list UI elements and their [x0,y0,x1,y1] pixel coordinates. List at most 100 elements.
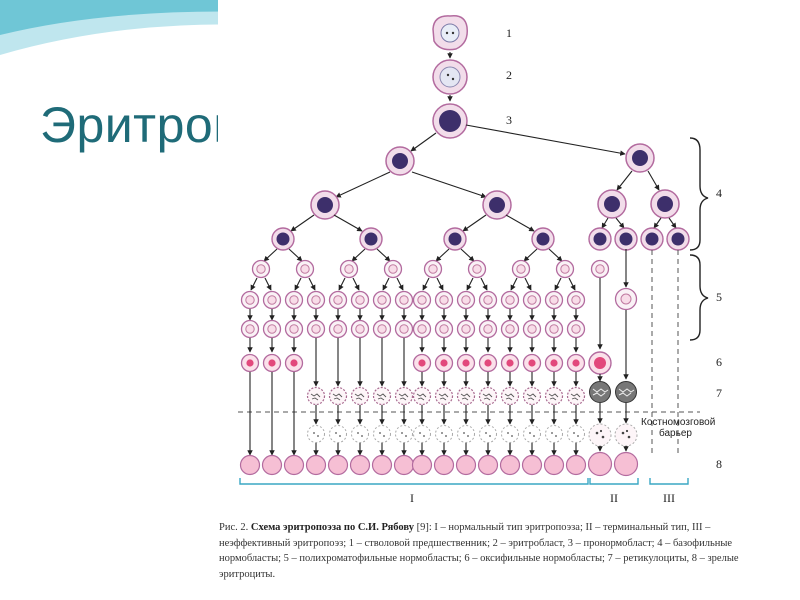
circulating-reticulocyte [307,425,325,443]
type-label-ii: II [610,491,618,505]
circulating-reticulocyte [373,425,391,443]
polychromatophilic-normoblast-nucleus [289,295,299,305]
circulating-reticulocyte-dot [507,432,509,434]
basophilic-normoblast-nucleus [536,232,550,246]
circulating-reticulocyte [523,425,541,443]
reticulocyte [566,386,586,406]
reticulocyte [522,386,542,406]
circulating-reticulocyte-dot [317,435,319,437]
arrow [263,248,278,262]
decor-wave-dark [0,0,260,35]
reticulocyte [478,386,498,406]
polychromatophilic-normoblast-nucleus [595,264,605,274]
reticulocyte-reticulum [504,393,515,401]
reticulocyte [589,381,611,403]
circulating-reticulocyte [479,425,497,443]
arrow [436,277,444,291]
circulating-reticulocyte-dot [621,431,625,435]
basophilic-normoblast-nucleus [317,197,333,213]
arrow [510,277,518,291]
mature-erythrocyte [477,454,499,476]
circulating-reticulocyte [501,425,519,443]
oxyphilic-normoblast-nucleus [572,359,580,367]
basophilic-normoblast-nucleus [364,232,378,246]
erythroblast-dot [451,77,455,81]
circulating-reticulocyte-dot [379,432,381,434]
brace-level-5 [689,254,709,341]
polychromatophilic-normoblast-nucleus [571,324,581,334]
arrow [601,217,609,229]
polychromatophilic-normoblast-nucleus [549,324,559,334]
circulating-reticulocyte-dot [423,435,425,437]
circulating-reticulocyte [329,425,347,443]
reticulocyte-reticulum [460,393,471,401]
arrow [351,248,366,262]
arrow [422,277,430,291]
circulating-reticulocyte-dot [577,435,579,437]
polychromatophilic-normoblast-nucleus [527,295,537,305]
oxyphilic-normoblast-nucleus [528,359,536,367]
oxyphilic-normoblast-nucleus [462,359,470,367]
arrow [410,132,437,152]
arrow [523,248,538,262]
reticulocyte-reticulum [354,393,365,401]
circulating-reticulocyte [435,425,453,443]
mature-erythrocyte [261,454,283,476]
polychromatophilic-normoblast-nucleus [311,295,321,305]
bracket-type-ii [589,478,639,485]
barrier-label: Костномозговой [641,417,715,428]
reticulocyte-reticulum [592,388,609,397]
arrow [653,217,662,229]
oxyphilic-normoblast-nucleus [484,359,492,367]
polychromatophilic-normoblast-nucleus [344,264,354,274]
circulating-reticulocyte [351,425,369,443]
arrow [465,124,626,156]
circulating-reticulocyte-dot [625,429,629,433]
mature-erythrocyte [613,451,639,477]
circulating-reticulocyte [457,425,475,443]
circulating-reticulocyte [413,425,431,443]
oxyphilic-normoblast-nucleus [440,359,448,367]
polychromatophilic-normoblast-nucleus [505,295,515,305]
circulating-reticulocyte [395,425,413,443]
arrow [308,277,316,291]
mature-erythrocyte [521,454,543,476]
reticulocyte [306,386,326,406]
polychromatophilic-normoblast-nucleus [439,295,449,305]
oxyphilic-normoblast-nucleus [418,359,426,367]
basophilic-normoblast-nucleus [632,150,648,166]
basophilic-normoblast-nucleus [645,232,659,246]
circulating-reticulocyte-dot [485,432,487,434]
polychromatophilic-normoblast-nucleus [333,295,343,305]
arrow [264,277,272,291]
circulating-reticulocyte-dot [467,435,469,437]
circulating-reticulocyte [588,423,612,447]
circulating-reticulocyte-dot [357,432,359,434]
arrow [647,170,660,191]
polychromatophilic-normoblast-nucleus [472,264,482,274]
polychromatophilic-normoblast-nucleus [399,324,409,334]
reticulocyte [434,386,454,406]
circulating-reticulocyte-dot [335,432,337,434]
arrow [396,277,404,291]
basophilic-normoblast-nucleus [657,196,673,212]
arrow [524,277,532,291]
reticulocyte-reticulum [618,388,635,397]
oxyphilic-normoblast-nucleus [594,357,606,369]
caption-prefix: Рис. 2. [219,522,249,533]
reticulocyte [615,381,637,403]
stem-cell-nucleus [440,23,460,43]
circulating-reticulocyte-dot [533,435,535,437]
reticulocyte-reticulum [526,393,537,401]
arrow [616,170,633,191]
polychromatophilic-normoblast-nucleus [256,264,266,274]
oxyphilic-normoblast-nucleus [246,359,254,367]
circulating-reticulocyte-dot [511,435,513,437]
polychromatophilic-normoblast-nucleus [355,295,365,305]
level-label-6: 6 [716,355,722,369]
level-label-5: 5 [716,290,722,304]
polychromatophilic-normoblast-nucleus [527,324,537,334]
level-label-3: 3 [506,113,512,127]
